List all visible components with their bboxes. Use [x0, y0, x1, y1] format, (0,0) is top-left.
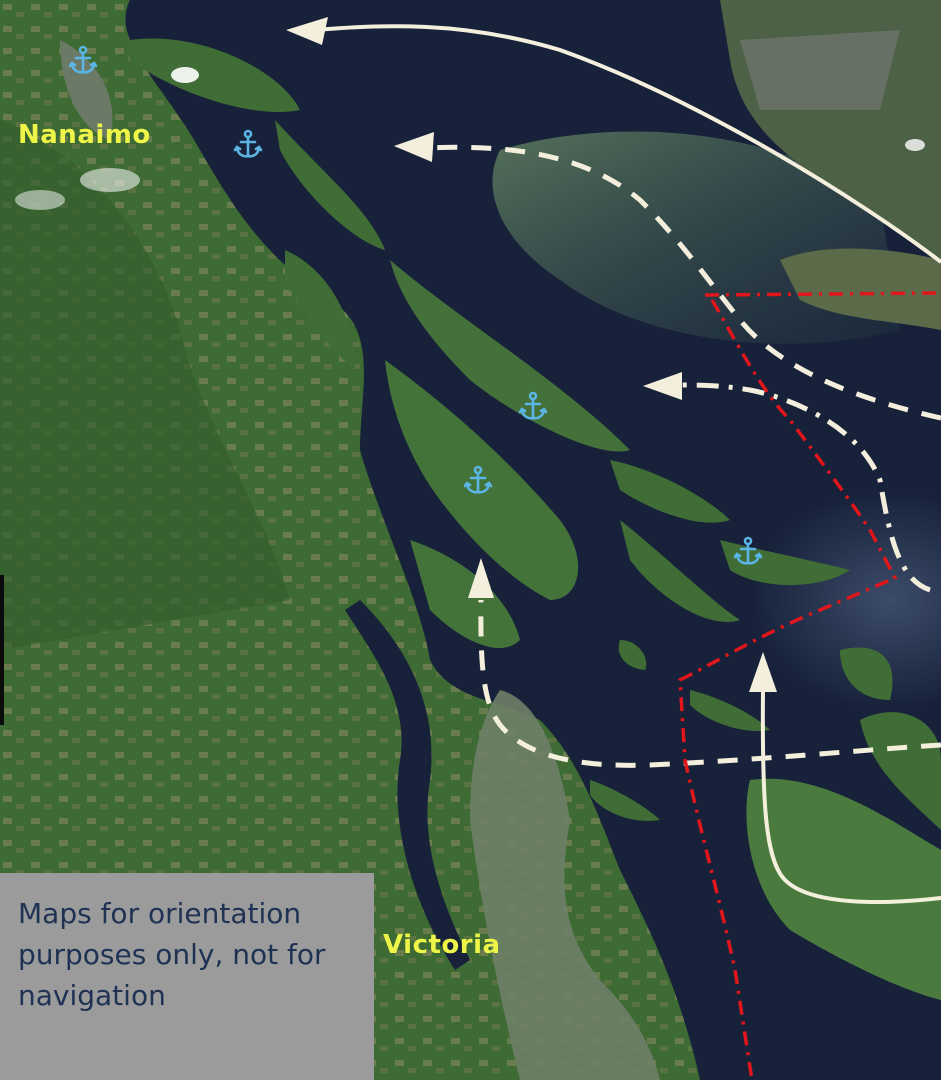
anchor-icon[interactable]: [517, 390, 549, 422]
disclaimer-box: Maps for orientation purposes only, not …: [0, 873, 374, 1080]
city-label-victoria: Victoria: [383, 930, 501, 960]
anchor-icon[interactable]: [232, 128, 264, 160]
anchor-icon[interactable]: [67, 44, 99, 76]
disclaimer-text: Maps for orientation purposes only, not …: [18, 897, 326, 1012]
edge-marker: [0, 575, 4, 725]
anchor-icon[interactable]: [462, 464, 494, 496]
route-arrowhead: [286, 17, 328, 45]
ferry-route-dashed-lower: [478, 599, 941, 768]
anchor-icon[interactable]: [732, 535, 764, 567]
ferry-route-solid: [314, 24, 941, 264]
city-label-nanaimo: Nanaimo: [18, 120, 151, 150]
ferry-route-dashdot: [679, 382, 931, 593]
ferry-route-solid-lower: [760, 689, 941, 904]
international-boundary: [678, 291, 941, 1080]
ferry-route-dashed: [424, 144, 941, 421]
san-juan-island: [746, 778, 941, 1000]
